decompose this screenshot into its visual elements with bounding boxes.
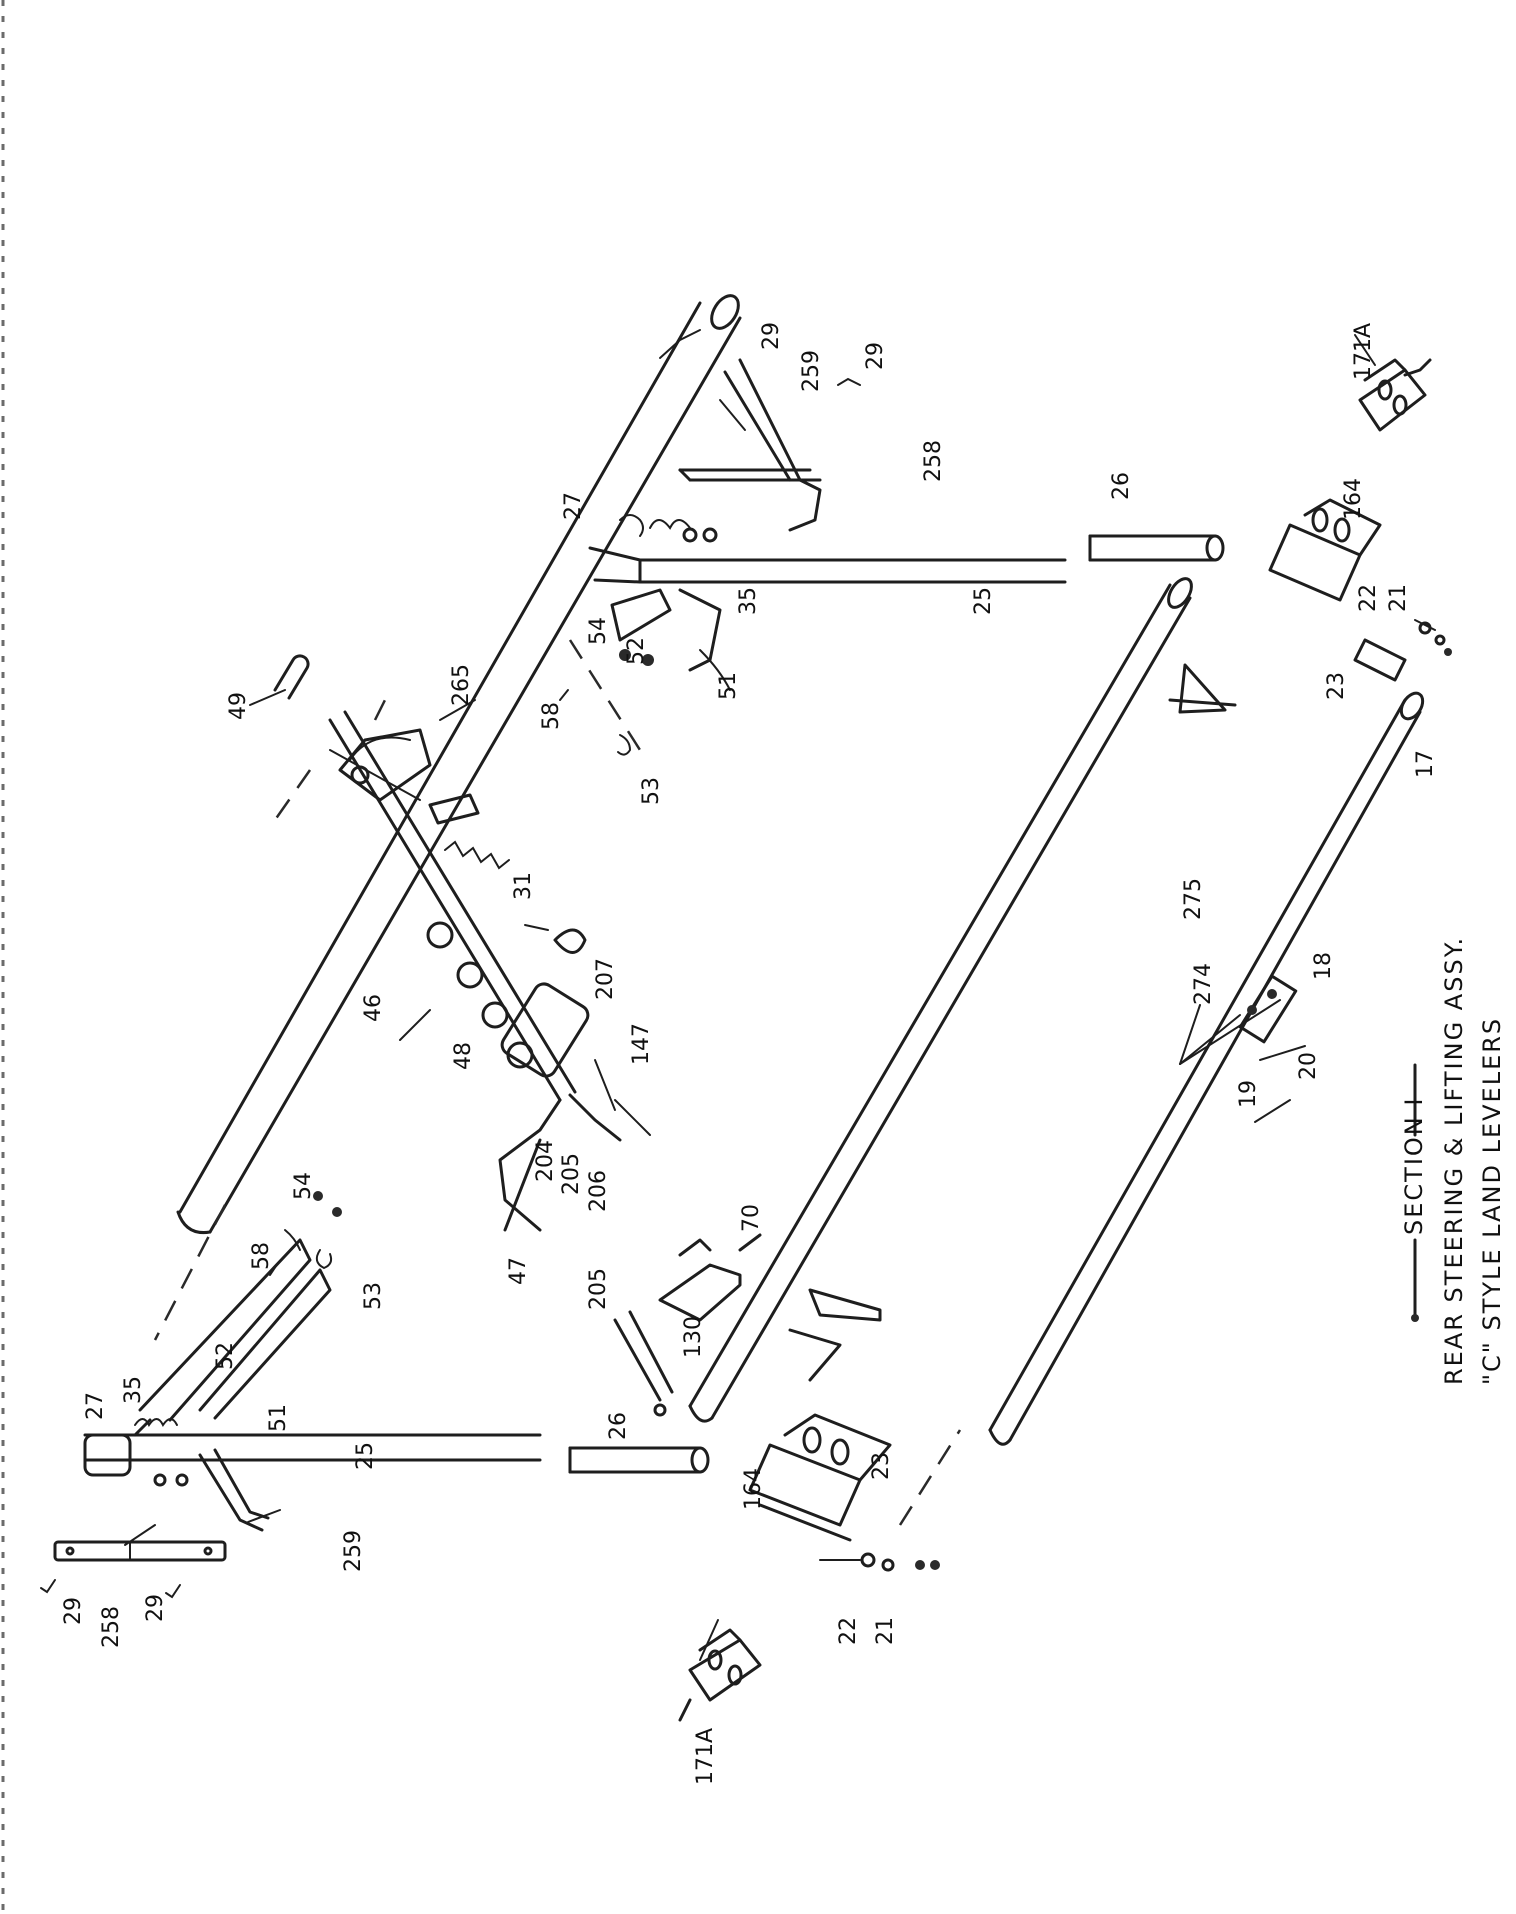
- title-block: SECTION I REAR STEERING & LIFTING ASSY. …: [1400, 936, 1506, 1385]
- label-52-right: 52: [624, 637, 649, 665]
- label-265: 265: [449, 664, 474, 706]
- label-47: 47: [506, 1257, 531, 1285]
- label-51-left: 51: [266, 1404, 291, 1432]
- label-147: 147: [629, 1023, 654, 1065]
- left-bracket-259-258: [53, 1448, 270, 1562]
- label-23-right: 23: [1324, 672, 1349, 700]
- label-29-left-b: 29: [143, 1594, 168, 1622]
- label-46: 46: [361, 994, 386, 1022]
- left-vertical-post: [83, 1418, 710, 1487]
- label-21-left: 21: [873, 1617, 898, 1645]
- label-258-left: 258: [99, 1606, 124, 1648]
- label-205-a: 205: [559, 1153, 584, 1195]
- right-vertical-post: [638, 519, 1225, 584]
- label-205-b: 205: [586, 1268, 611, 1310]
- label-274: 274: [1191, 963, 1216, 1005]
- label-70: 70: [739, 1204, 764, 1232]
- label-26-right: 26: [1109, 472, 1134, 500]
- label-20: 20: [1296, 1052, 1321, 1080]
- label-259-left: 259: [341, 1530, 366, 1572]
- label-29-left-a: 29: [61, 1597, 86, 1625]
- hardware-21-22-right: [1414, 619, 1452, 656]
- label-171A-right: 171A: [1351, 323, 1376, 380]
- title-line-2: "C" STYLE LAND LEVELERS: [1478, 1017, 1506, 1385]
- label-53-right: 53: [639, 777, 664, 805]
- title-line-1: REAR STEERING & LIFTING ASSY.: [1440, 936, 1468, 1385]
- label-259-right: 259: [799, 350, 824, 392]
- cylinder-assembly: [328, 710, 651, 1232]
- right-bracket-259-258: [678, 358, 822, 532]
- label-204: 204: [533, 1140, 558, 1182]
- label-22-left: 22: [836, 1617, 861, 1645]
- label-27-left: 27: [83, 1392, 108, 1420]
- label-52-left: 52: [213, 1342, 238, 1370]
- label-164-left: 164: [741, 1468, 766, 1510]
- hardware-right: [559, 639, 654, 756]
- part-171A-right: [1358, 358, 1432, 432]
- label-130: 130: [681, 1316, 706, 1358]
- label-54-right: 54: [586, 617, 611, 645]
- left-arm-51-52: [133, 1238, 332, 1437]
- label-18: 18: [1311, 952, 1336, 980]
- label-171A-left: 171A: [693, 1728, 718, 1785]
- label-164-right: 164: [1341, 478, 1366, 520]
- label-275: 275: [1181, 878, 1206, 920]
- label-48: 48: [451, 1042, 476, 1070]
- pin-49: [273, 654, 310, 700]
- label-53-left: 53: [361, 1282, 386, 1310]
- label-51-right: 51: [716, 672, 741, 700]
- label-29-top-a: 29: [759, 322, 784, 350]
- part-labels: 49 265 27 54 58 53 52 51 35 25 26 29 259…: [61, 322, 1438, 1785]
- label-58-left: 58: [249, 1242, 274, 1270]
- hinge-164-right: [1268, 498, 1407, 682]
- leader-lines: [124, 334, 1376, 1661]
- label-23-left: 23: [869, 1452, 894, 1480]
- label-22-right: 22: [1356, 584, 1381, 612]
- label-25-right: 25: [971, 587, 996, 615]
- label-21-right: 21: [1386, 584, 1411, 612]
- label-26-left: 26: [606, 1412, 631, 1440]
- label-258-right: 258: [921, 440, 946, 482]
- label-29-top-b: 29: [863, 342, 888, 370]
- upper-linkage: [273, 689, 432, 821]
- label-54-left: 54: [291, 1172, 316, 1200]
- hardware-left: [153, 1191, 342, 1341]
- label-58-right: 58: [539, 702, 564, 730]
- label-207: 207: [593, 958, 618, 1000]
- beam-gussets: [788, 663, 1237, 1382]
- label-27-right: 27: [561, 492, 586, 520]
- label-35-left: 35: [121, 1376, 146, 1404]
- label-25-left: 25: [353, 1442, 378, 1470]
- bottom-long-beam: [988, 691, 1425, 1446]
- right-arm-51-52: [610, 588, 731, 691]
- lower-long-beam: [688, 577, 1193, 1423]
- label-35-right: 35: [736, 587, 761, 615]
- section-heading: SECTION I: [1400, 1097, 1428, 1235]
- hardware-21-22-left: [819, 1552, 940, 1572]
- hinge-164-left: [748, 1413, 962, 1542]
- upper-main-beam: [176, 294, 742, 1235]
- right-tee-joint: [588, 514, 644, 584]
- label-17: 17: [1413, 750, 1438, 778]
- label-19: 19: [1236, 1080, 1261, 1108]
- label-206: 206: [586, 1170, 611, 1212]
- pins-29: [40, 329, 861, 1599]
- label-31: 31: [511, 872, 536, 900]
- bracket-70-130: [613, 1233, 762, 1417]
- part-171A-left: [678, 1628, 762, 1722]
- label-49: 49: [226, 692, 251, 720]
